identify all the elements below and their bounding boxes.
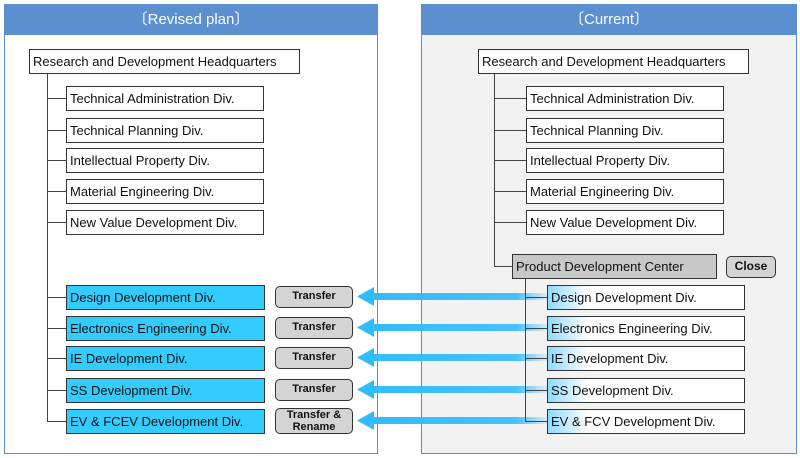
center-trunk xyxy=(525,279,526,421)
center-division-box: SS Development Div. xyxy=(547,378,745,403)
revised-plan-header: 〔Revised plan〕 xyxy=(5,5,377,35)
left-moved-division-box: Electronics Engineering Div. xyxy=(66,316,265,341)
right-tree-trunk xyxy=(494,74,495,266)
left-moved-division-box: IE Development Div. xyxy=(66,346,265,371)
right-branch-2 xyxy=(494,130,526,131)
left-branch-2 xyxy=(47,130,66,131)
left-moved-division-box: Design Development Div. xyxy=(66,285,265,310)
right-division-box: Technical Planning Div. xyxy=(526,118,724,143)
right-branch-center xyxy=(494,266,512,267)
transfer-badge: Transfer xyxy=(275,317,353,339)
right-hq-box: Research and Development Headquarters xyxy=(478,49,749,74)
transfer-rename-badge: Transfer & Rename xyxy=(275,408,353,434)
right-branch-3 xyxy=(494,160,526,161)
left-branch-9 xyxy=(47,390,66,391)
center-branch-3 xyxy=(525,358,547,359)
left-branch-4 xyxy=(47,191,66,192)
current-header: 〔Current〕 xyxy=(422,5,796,35)
center-division-box: EV & FCV Development Div. xyxy=(547,409,745,434)
right-branch-5 xyxy=(494,222,526,223)
right-division-box: Technical Administration Div. xyxy=(526,86,724,111)
left-moved-division-box: EV & FCEV Development Div. xyxy=(66,409,265,434)
left-hq-box: Research and Development Headquarters xyxy=(29,49,300,74)
left-division-box: Material Engineering Div. xyxy=(66,179,264,204)
left-branch-8 xyxy=(47,358,66,359)
transfer-badge: Transfer xyxy=(275,286,353,308)
left-branch-1 xyxy=(47,98,66,99)
left-division-box: Intellectual Property Div. xyxy=(66,148,264,173)
center-branch-5 xyxy=(525,421,547,422)
center-branch-4 xyxy=(525,390,547,391)
left-division-box: Technical Administration Div. xyxy=(66,86,264,111)
transfer-rename-line-1: Transfer & xyxy=(286,409,342,421)
center-division-box: IE Development Div. xyxy=(547,346,745,371)
left-branch-3 xyxy=(47,160,66,161)
right-division-box: Intellectual Property Div. xyxy=(526,148,724,173)
left-division-box: Technical Planning Div. xyxy=(66,118,264,143)
left-branch-7 xyxy=(47,328,66,329)
left-branch-6 xyxy=(47,297,66,298)
right-division-box: New Value Development Div. xyxy=(526,210,724,235)
right-branch-1 xyxy=(494,98,526,99)
product-development-center-box: Product Development Center xyxy=(512,254,717,279)
center-division-box: Design Development Div. xyxy=(547,285,745,310)
left-tree-trunk xyxy=(47,74,48,421)
left-branch-10 xyxy=(47,421,66,422)
transfer-badge: Transfer xyxy=(275,379,353,401)
center-branch-1 xyxy=(525,297,547,298)
left-moved-division-box: SS Development Div. xyxy=(66,378,265,403)
center-branch-2 xyxy=(525,328,547,329)
close-badge: Close xyxy=(726,256,776,278)
center-division-box: Electronics Engineering Div. xyxy=(547,316,745,341)
transfer-rename-line-2: Rename xyxy=(292,421,336,433)
left-branch-5 xyxy=(47,222,66,223)
transfer-badge: Transfer xyxy=(275,347,353,369)
right-branch-4 xyxy=(494,191,526,192)
right-division-box: Material Engineering Div. xyxy=(526,179,724,204)
left-division-box: New Value Development Div. xyxy=(66,210,264,235)
